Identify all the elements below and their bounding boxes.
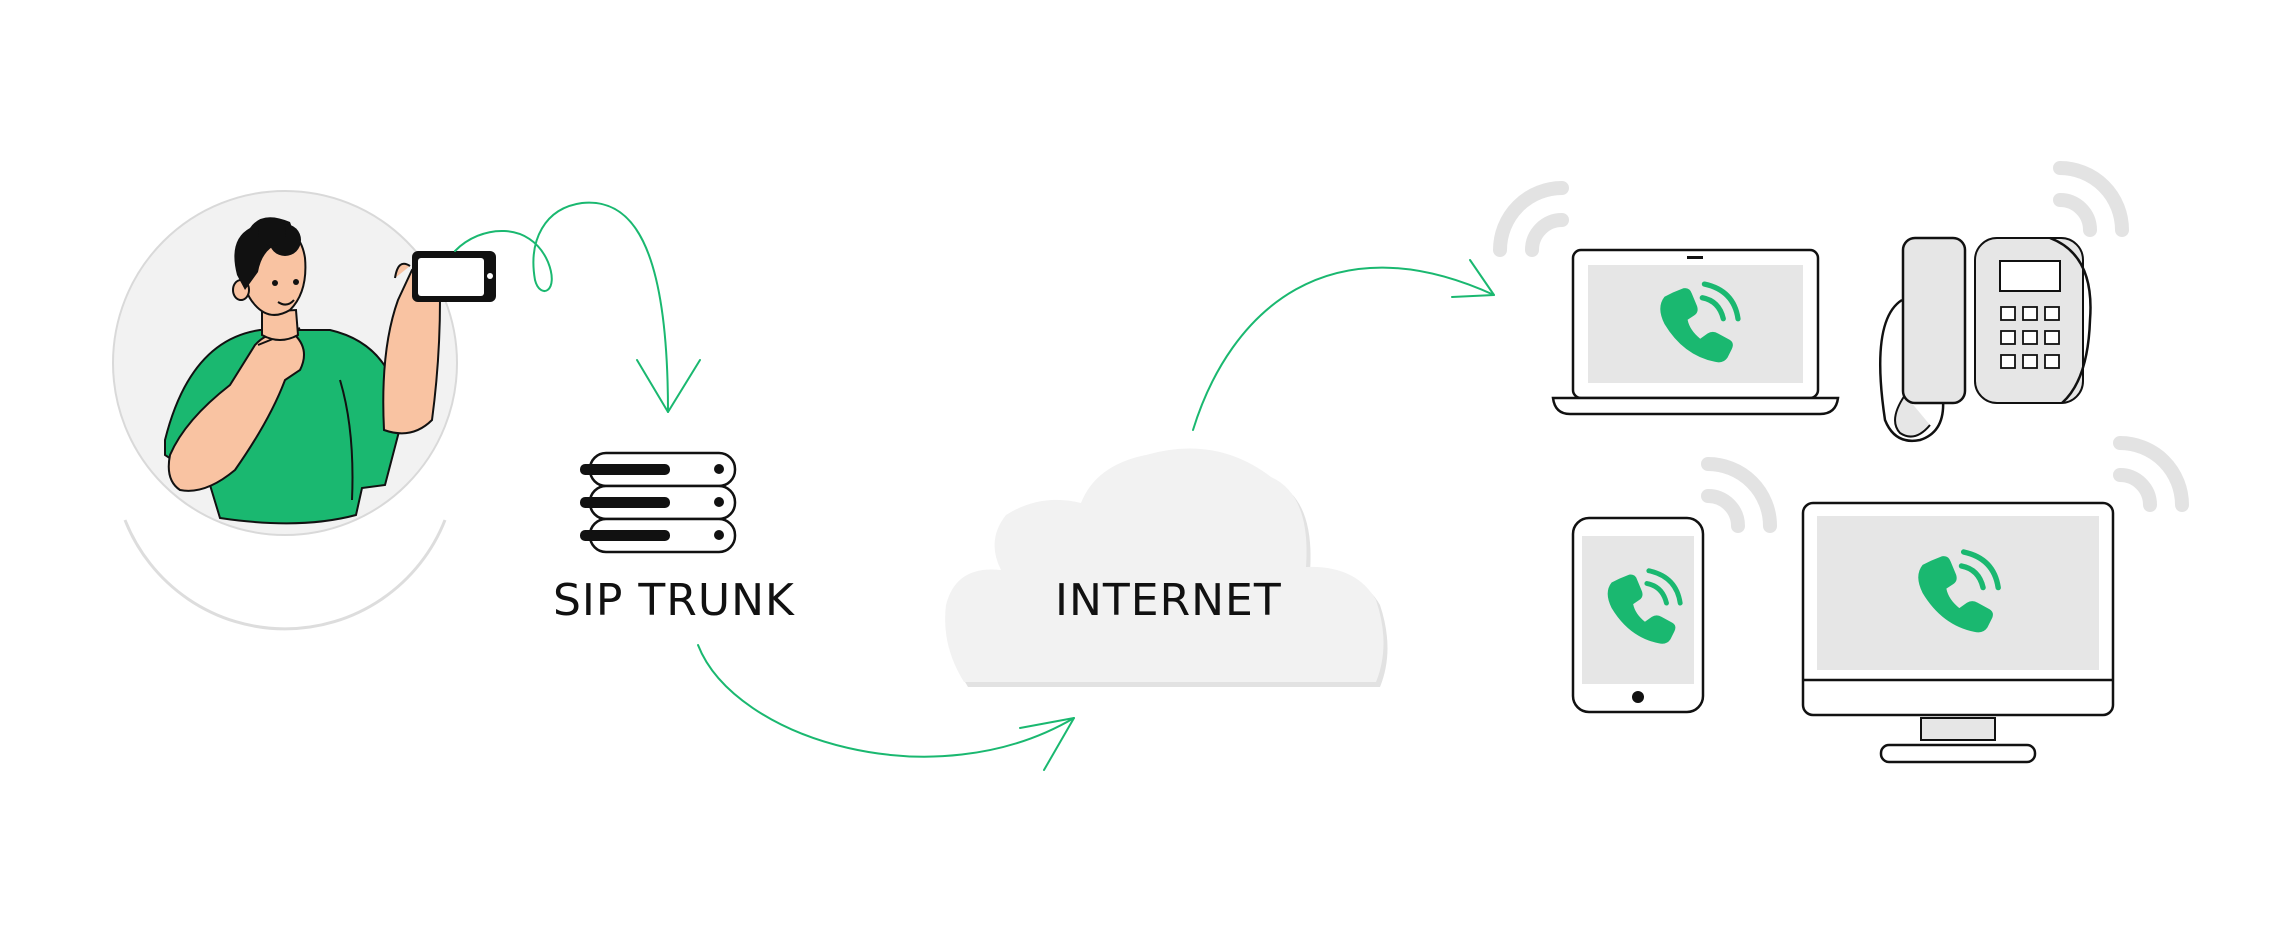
laptop-icon (1500, 188, 1840, 416)
flow-arrows (454, 201, 1495, 771)
server-stack-icon (580, 451, 737, 554)
arrow-head-2 (1019, 717, 1075, 771)
sip-trunk-label: SIP TRUNK (553, 575, 795, 626)
desktop-monitor-icon (1801, 443, 2182, 764)
arrow-sip-to-internet (697, 644, 1075, 758)
internet-label: INTERNET (1055, 575, 1282, 626)
tablet-icon (1571, 464, 1770, 714)
cloud-icon (945, 448, 1388, 687)
desk-phone-icon (1878, 168, 2122, 443)
arrow-head-3 (1451, 259, 1495, 298)
arrow-head-1 (636, 359, 701, 413)
arrow-person-to-sip (454, 201, 669, 413)
arrow-internet-to-devices (1192, 266, 1495, 431)
person-with-phone-icon (112, 190, 496, 631)
